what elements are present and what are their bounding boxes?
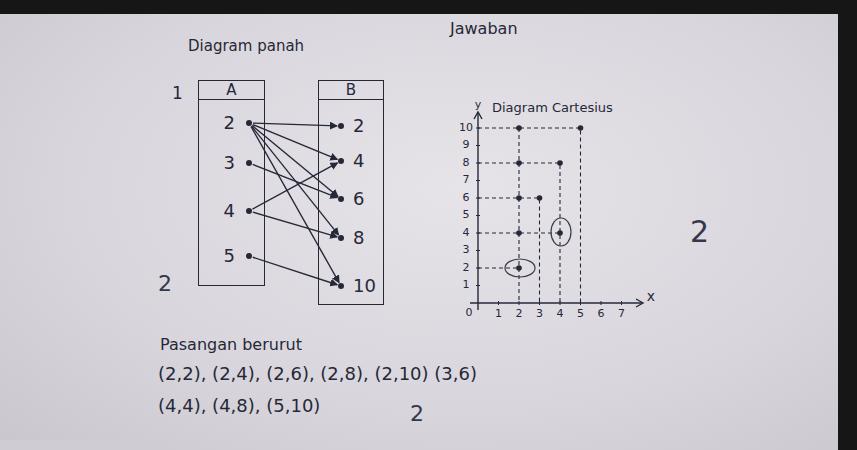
- element-value: 10: [353, 275, 376, 296]
- section-heading: Diagram panah: [188, 38, 304, 55]
- grader-mark: 2: [690, 215, 709, 248]
- set-element: 3: [222, 151, 249, 175]
- axis-label: 5: [463, 209, 470, 221]
- set-element: 6: [341, 187, 366, 211]
- element-dot: [246, 208, 252, 214]
- axis-label: 6: [463, 192, 470, 204]
- grader-circle: [505, 218, 571, 277]
- set-name: B: [319, 81, 383, 100]
- element-dot: [246, 160, 252, 166]
- axis-arrow: [636, 299, 643, 307]
- element-value: 8: [353, 227, 364, 248]
- element-dot: [338, 283, 344, 289]
- guide-lines: [478, 128, 581, 303]
- element-value: 6: [353, 188, 364, 209]
- section-heading: Diagram Cartesius: [492, 101, 613, 115]
- element-value: 2: [353, 115, 364, 136]
- y-axis: [477, 113, 478, 310]
- axis-label: 6: [598, 308, 605, 320]
- element-value: 4: [353, 150, 364, 171]
- page-title: Jawaban: [450, 20, 518, 38]
- axis-label: 1: [463, 279, 470, 291]
- plot-points: [516, 125, 583, 271]
- paper-ground: [0, 14, 838, 450]
- mapping-arrow: [253, 163, 338, 209]
- note-text: (2,2), (2,4), (2,6), (2,8), (2,10) (3,6): [158, 364, 477, 384]
- element-dot: [338, 235, 344, 241]
- axis-arrow: [474, 112, 482, 119]
- axis-label: 7: [618, 308, 625, 320]
- set-element: 2: [222, 111, 249, 135]
- element-value: 3: [224, 152, 235, 173]
- axis-label: x: [647, 289, 655, 304]
- paper-edge: [0, 440, 150, 450]
- set-box: A 2 3 4 5: [198, 80, 265, 286]
- axis-label: 3: [463, 244, 470, 256]
- note-text: 1: [172, 84, 183, 103]
- axis-label: 7: [463, 174, 470, 186]
- axis-label: 0: [466, 307, 473, 319]
- mapping-arrow: [253, 212, 337, 237]
- element-dot: [246, 120, 252, 126]
- axis-label: 2: [463, 262, 470, 274]
- set-element: 4: [222, 199, 249, 223]
- section-heading: Pasangan berurut: [160, 336, 302, 354]
- element-value: 5: [224, 245, 235, 266]
- note-text: (4,4), (4,8), (5,10): [158, 396, 320, 416]
- axis-label: y: [475, 99, 482, 111]
- grader-mark: 2: [158, 272, 172, 296]
- element-dot: [338, 196, 344, 202]
- axis-label: 4: [463, 227, 470, 239]
- mapping-arrow: [253, 257, 337, 285]
- mapping-arrow: [253, 125, 338, 160]
- set-element: 10: [341, 274, 378, 298]
- set-element: 5: [222, 244, 249, 268]
- element-value: 2: [224, 112, 235, 133]
- x-axis: [470, 302, 642, 303]
- axis-label: 10: [459, 122, 473, 134]
- axis-label: 4: [557, 308, 564, 320]
- element-dot: [246, 253, 252, 259]
- axis-label: 2: [516, 308, 523, 320]
- element-dot: [338, 158, 344, 164]
- set-element: 2: [341, 114, 366, 138]
- axis-label: 5: [577, 308, 584, 320]
- axis-label: 8: [463, 157, 470, 169]
- mapping-arrow: [253, 123, 337, 126]
- element-dot: [338, 123, 344, 129]
- grader-mark: 2: [410, 402, 424, 426]
- axis-label: 9: [463, 139, 470, 151]
- set-name: A: [199, 81, 264, 100]
- set-box: B 2 4 6 8 10: [318, 80, 384, 305]
- set-element: 8: [341, 226, 366, 250]
- set-element: 4: [341, 149, 366, 173]
- element-value: 4: [224, 200, 235, 221]
- axis-label: 3: [536, 308, 543, 320]
- axis-label: 1: [495, 308, 502, 320]
